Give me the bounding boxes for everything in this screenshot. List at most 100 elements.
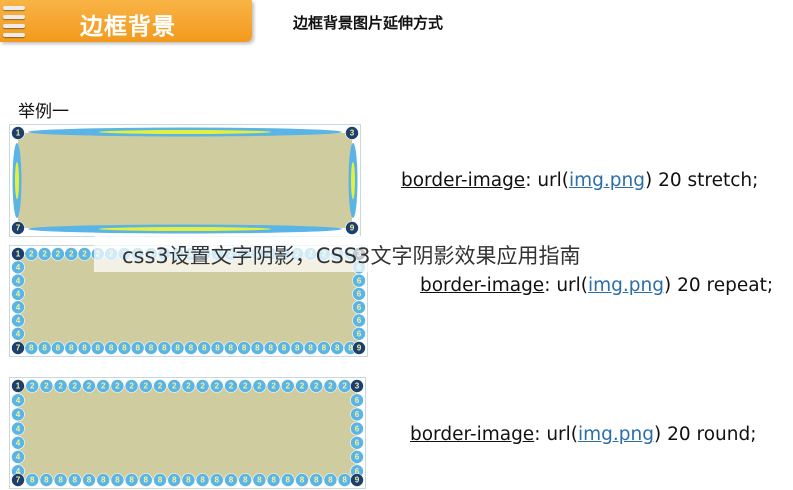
corner-tile-top-left: 1 (11, 247, 25, 261)
edge-tile-bottom: 8 (330, 341, 345, 355)
svg-text:8: 8 (229, 476, 234, 485)
edge-tile-bottom: 8 (124, 473, 139, 487)
svg-text:8: 8 (308, 344, 313, 353)
edge-tile-bottom: 8 (170, 341, 185, 355)
svg-text:8: 8 (122, 344, 127, 353)
binder-ring (3, 6, 25, 10)
code-property: border-image (410, 424, 535, 445)
svg-text:8: 8 (162, 344, 167, 353)
svg-text:2: 2 (30, 382, 35, 391)
edge-tile-top: 2 (252, 379, 267, 393)
svg-text:8: 8 (255, 344, 260, 353)
image-link[interactable]: img.png (588, 275, 665, 296)
svg-text:1: 1 (16, 250, 21, 259)
corner-tile-bottom-right: 9 (350, 473, 364, 487)
svg-text:4: 4 (16, 330, 21, 339)
svg-text:4: 4 (16, 467, 21, 476)
svg-text:4: 4 (16, 303, 21, 312)
image-link[interactable]: img.png (578, 424, 655, 445)
edge-tile-left: 4 (11, 273, 25, 288)
edge-tile-bottom: 8 (53, 473, 68, 487)
svg-text:8: 8 (135, 344, 140, 353)
edge-tile-bottom: 8 (195, 473, 210, 487)
svg-text:4: 4 (16, 316, 21, 325)
svg-text:7: 7 (16, 344, 21, 353)
svg-text:7: 7 (16, 476, 21, 485)
svg-text:8: 8 (282, 344, 287, 353)
svg-text:8: 8 (342, 476, 347, 485)
edge-tile-right: 6 (352, 313, 366, 328)
svg-text:2: 2 (186, 382, 191, 391)
edge-tile-top: 2 (195, 379, 210, 393)
binder-ring (3, 24, 25, 28)
edge-tile-bottom: 8 (303, 341, 318, 355)
svg-text:6: 6 (357, 276, 362, 285)
code-repeat: border-image: url(img.png) 20 repeat; (420, 275, 773, 296)
edge-tile-top: 2 (295, 379, 309, 393)
edge-tile-right: 6 (352, 287, 366, 301)
svg-text:2: 2 (69, 250, 74, 259)
svg-text:2: 2 (215, 382, 220, 391)
svg-text:2: 2 (300, 382, 305, 391)
svg-text:8: 8 (115, 476, 120, 485)
code-text: ) 20 round; (654, 424, 757, 445)
svg-text:8: 8 (29, 344, 34, 353)
svg-text:3: 3 (350, 129, 355, 138)
svg-text:2: 2 (257, 382, 262, 391)
svg-text:8: 8 (73, 476, 78, 485)
edge-tile-bottom: 8 (24, 341, 39, 355)
edge-tile-bottom: 8 (68, 473, 82, 487)
edge-tile-bottom: 8 (25, 473, 40, 487)
svg-text:6: 6 (355, 467, 360, 476)
svg-text:2: 2 (200, 382, 205, 391)
svg-text:8: 8 (202, 344, 207, 353)
edge-tile-bottom: 8 (266, 473, 281, 487)
edge-tile-bottom: 8 (110, 473, 125, 487)
svg-text:6: 6 (355, 410, 360, 419)
edge-tile-left: 4 (11, 300, 25, 315)
svg-text:4: 4 (16, 439, 21, 448)
edge-tile-top: 2 (309, 379, 324, 393)
edge-tile-bottom: 8 (64, 341, 79, 355)
edge-tile-right: 6 (350, 436, 364, 450)
edge-tile-top: 2 (51, 247, 65, 261)
code-stretch: border-image: url(img.png) 20 stretch; (401, 170, 758, 191)
edge-tile-bottom: 8 (39, 473, 54, 487)
edge-tile-right: 6 (352, 300, 366, 315)
svg-text:6: 6 (355, 453, 360, 462)
corner-tile-bottom-right: 9 (352, 341, 366, 355)
edge-tile-left: 4 (11, 327, 25, 341)
svg-text:8: 8 (271, 476, 276, 485)
page-title: 边框背景图片延伸方式 (293, 14, 444, 32)
image-link[interactable]: img.png (569, 170, 646, 191)
edge-tile-right: 6 (352, 327, 366, 341)
svg-text:4: 4 (16, 290, 21, 299)
svg-text:8: 8 (186, 476, 191, 485)
edge-tile-bottom: 8 (167, 473, 181, 487)
edge-tile-bottom: 8 (277, 341, 291, 355)
code-text: ) 20 stretch; (645, 170, 759, 191)
svg-text:2: 2 (42, 250, 47, 259)
edge-tile-bottom: 8 (224, 473, 238, 487)
edge-tile-bottom: 8 (139, 473, 153, 487)
svg-text:8: 8 (328, 476, 333, 485)
edge-tile-bottom: 8 (250, 341, 265, 355)
svg-text:4: 4 (16, 263, 21, 272)
edge-tile-left: 4 (11, 393, 25, 408)
svg-text:8: 8 (109, 344, 114, 353)
svg-text:8: 8 (314, 476, 319, 485)
svg-text:8: 8 (58, 476, 63, 485)
svg-text:6: 6 (355, 424, 360, 433)
edge-tile-bottom: 8 (181, 473, 196, 487)
svg-text:8: 8 (158, 476, 163, 485)
demo-fill (18, 386, 357, 480)
code-text: : url( (544, 275, 589, 296)
svg-text:2: 2 (328, 382, 333, 391)
caption-overlay: css3设置文字阴影，CSS3文字阴影效果应用指南 (94, 236, 679, 272)
edge-tile-right: 6 (352, 273, 366, 288)
svg-text:1: 1 (16, 129, 21, 138)
svg-text:8: 8 (286, 476, 291, 485)
edge-tile-top: 2 (53, 379, 68, 393)
